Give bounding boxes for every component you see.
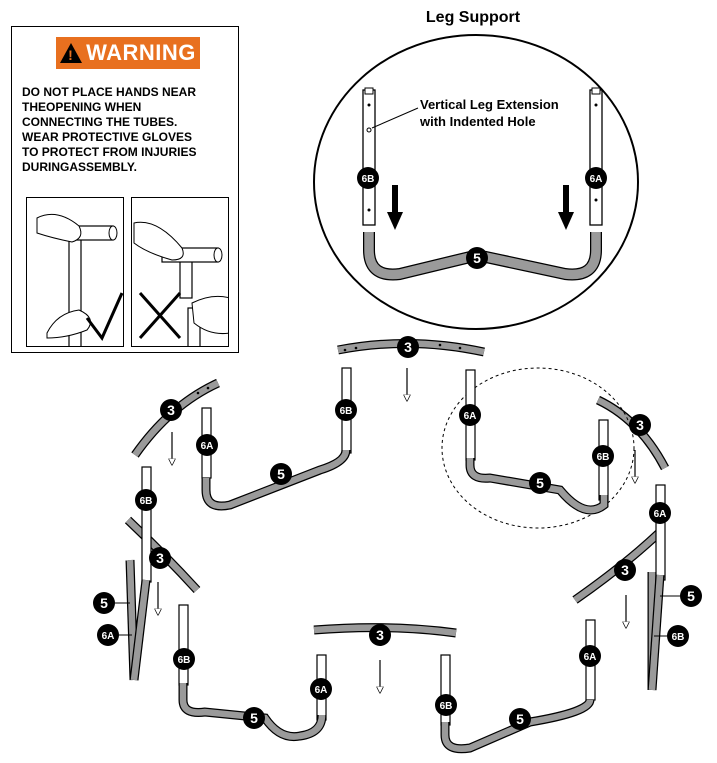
part-badge-6b: 6B [357, 167, 379, 189]
warning-box: ! WARNING DO NOT PLACE HANDS NEAR THEOPE… [11, 26, 239, 353]
part-label-5: 5 [277, 466, 285, 482]
part-badge-5: 5 [270, 463, 292, 485]
part-badge-6b: 6B [335, 399, 357, 421]
part-badge-6a: 6A [459, 404, 481, 426]
trampoline-frame-assembly [124, 338, 669, 754]
part-label-3: 3 [167, 402, 175, 418]
detail-leg-extension-6b [362, 87, 376, 226]
part-badge-6b: 6B [173, 648, 195, 670]
part-badge-5: 5 [93, 592, 115, 614]
part-label-6b: 6B [440, 701, 453, 712]
part-label-6a: 6A [102, 631, 115, 642]
detail-leg-extension-6a [589, 87, 603, 226]
incorrect-grip-illustration [131, 197, 229, 347]
part-badge-3: 3 [397, 336, 419, 358]
part-badge-6a: 6A [579, 645, 601, 667]
part-label-3: 3 [404, 339, 412, 355]
part-badge-6b: 6B [667, 625, 689, 647]
part-label-6a: 6A [464, 411, 477, 422]
part-badge-5: 5 [243, 707, 265, 729]
part-badge-6a: 6A [310, 678, 332, 700]
check-icon [85, 292, 123, 341]
part-badge-3: 3 [369, 624, 391, 646]
part-label-5: 5 [516, 711, 524, 727]
part-badge-6a: 6A [196, 434, 218, 456]
part-label-5: 5 [536, 475, 544, 491]
detail-callout-label: Vertical Leg Extension with Indented Hol… [420, 97, 559, 129]
part-label-3: 3 [621, 562, 629, 578]
down-arrow-icon [387, 185, 403, 230]
part-badge-5: 5 [680, 585, 702, 607]
part-labels: 6B 6A 5 3 3 3 3 3 3 6B 6A 6A 6B 6B 6A 6A… [93, 167, 702, 730]
part-label-6a: 6A [315, 685, 328, 696]
part-label-6b: 6B [597, 452, 610, 463]
part-label-6a: 6A [590, 174, 603, 185]
part-badge-6a: 6A [649, 502, 671, 524]
cross-icon [138, 292, 182, 339]
part-badge-3: 3 [629, 414, 651, 436]
part-badge-3: 3 [160, 399, 182, 421]
warning-heading: WARNING [86, 40, 196, 65]
part-label-5: 5 [250, 710, 258, 726]
part-badge-6b: 6B [592, 445, 614, 467]
part-label-6a: 6A [584, 652, 597, 663]
leg-support-right [647, 484, 666, 691]
part-badge-5: 5 [529, 472, 551, 494]
warning-icon: ! [60, 43, 83, 63]
correct-grip-illustration [26, 197, 124, 347]
part-label-5: 5 [100, 595, 108, 611]
part-label-6b: 6B [178, 655, 191, 666]
part-badge-6a: 6A [97, 624, 119, 646]
callout-leader [371, 107, 419, 129]
warning-text: DO NOT PLACE HANDS NEAR THEOPENING WHEN … [22, 85, 197, 174]
part-badge-6b: 6B [135, 489, 157, 511]
detail-title: Leg Support [425, 9, 521, 26]
part-badge-3: 3 [614, 559, 636, 581]
part-label-6b: 6B [340, 406, 353, 417]
part-label-5: 5 [473, 250, 481, 266]
part-badge-6b: 6B [435, 694, 457, 716]
part-badge-5: 5 [509, 708, 531, 730]
part-label-6a: 6A [201, 441, 214, 452]
part-label-3: 3 [376, 627, 384, 643]
leg-support-upper-left [201, 367, 352, 511]
down-arrow-icon [558, 185, 574, 230]
part-label-3: 3 [156, 550, 164, 566]
part-label-6b: 6B [362, 174, 375, 185]
part-label-6b: 6B [672, 632, 685, 643]
part-badge-6a: 6A [585, 167, 607, 189]
leg-support-left [125, 466, 152, 681]
part-label-6b: 6B [140, 496, 153, 507]
part-label-3: 3 [636, 417, 644, 433]
part-badge-3: 3 [149, 547, 171, 569]
part-badge-5: 5 [466, 247, 488, 269]
part-label-5: 5 [687, 588, 695, 604]
part-label-6a: 6A [654, 509, 667, 520]
warning-banner: ! WARNING [56, 37, 200, 69]
